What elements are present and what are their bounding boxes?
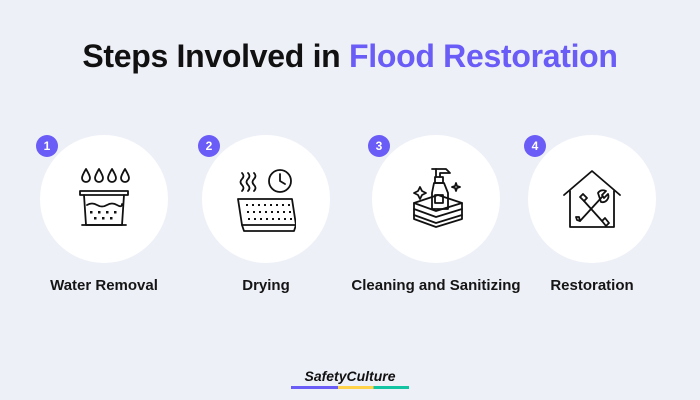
step-circle: 2 — [198, 135, 330, 263]
step-circle: 3 — [368, 135, 500, 263]
step-label: Drying — [242, 277, 290, 294]
step-water-removal: 1 Water Removal — [14, 135, 194, 294]
step-label: Water Removal — [50, 277, 158, 294]
restoration-icon — [563, 170, 621, 228]
cleaning-icon — [413, 168, 463, 228]
step-drying: 2 Drying — [176, 135, 356, 294]
step-circle: 1 — [36, 135, 168, 263]
brand-logo: SafetyCulture — [0, 368, 700, 389]
step-label: Restoration — [550, 277, 634, 294]
brand-underline — [291, 386, 409, 389]
step-number-badge: 2 — [198, 135, 220, 157]
drying-icon — [237, 169, 296, 232]
brand-name: SafetyCulture — [304, 368, 396, 384]
step-number-badge: 4 — [524, 135, 546, 157]
page-title: Steps Involved in Flood Restoration — [0, 38, 700, 75]
step-circle: 4 — [524, 135, 656, 263]
step-number-badge: 3 — [368, 135, 390, 157]
step-number-badge: 1 — [36, 135, 58, 157]
step-restoration: 4 Restoration — [502, 135, 682, 294]
step-label: Cleaning and Sanitizing — [351, 277, 521, 294]
water-removal-icon — [79, 168, 130, 226]
step-cleaning-and-sanitizing: 3 Cleaning and Sanitizing — [346, 135, 526, 294]
title-accent: Flood Restoration — [349, 38, 618, 74]
title-main: Steps Involved in — [82, 38, 349, 74]
